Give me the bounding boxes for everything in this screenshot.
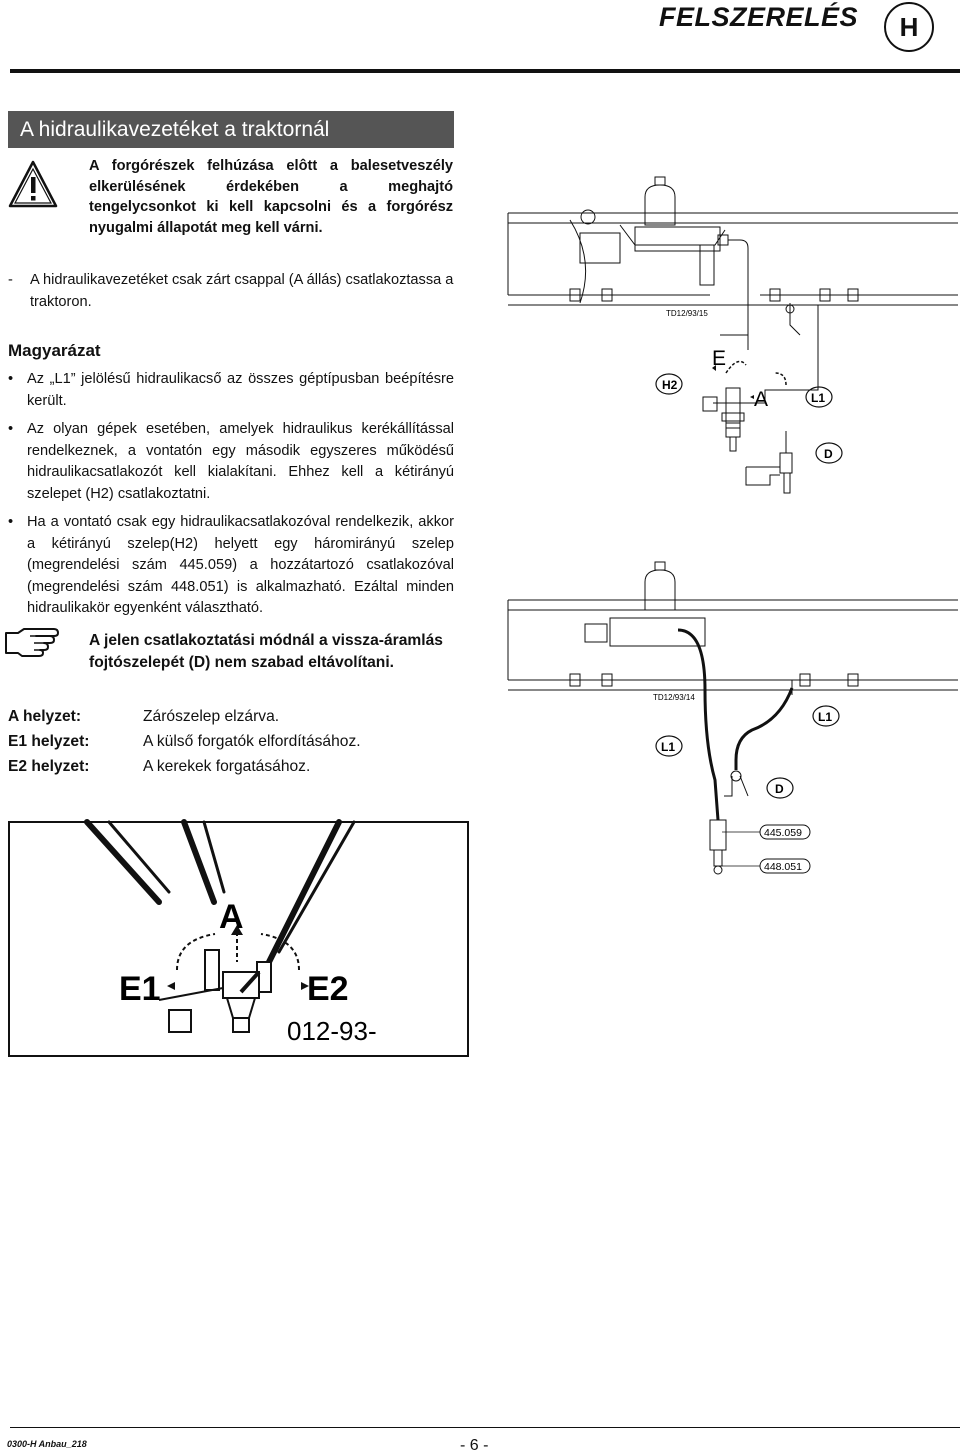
instruction-marker: -	[8, 272, 13, 288]
positions-table: A helyzet:Zárószelep elzárva. E1 helyzet…	[8, 704, 361, 779]
part-number-445059: 445.059	[759, 824, 811, 840]
header-rule	[10, 69, 960, 73]
legend-list: •Az „L1” jelölésű hidraulikacső az össze…	[8, 369, 454, 627]
instruction-text: A hidraulikavezetéket csak zárt csappal …	[30, 272, 454, 310]
svg-text:H2: H2	[662, 378, 678, 392]
legend-item: •Ha a vontató csak egy hidraulikacsatlak…	[8, 514, 454, 616]
warning-text: A forgórészek felhúzása elôtt a balesetv…	[89, 158, 453, 236]
figure-code: 012-93-	[287, 1016, 377, 1046]
label-l1-left: L1	[655, 735, 683, 757]
table-row: E2 helyzet:A kerekek forgatásához.	[8, 758, 311, 775]
label-d: D	[766, 777, 794, 799]
label-l1: L1	[805, 386, 833, 408]
svg-text:D: D	[775, 782, 784, 796]
label-e1: E1	[119, 970, 161, 1008]
diagram-three-way-valve: TD12/93/14 L1 L1 D 445.059 448.051	[507, 561, 958, 875]
legend-item: •Az „L1” jelölésű hidraulikacső az össze…	[8, 371, 454, 409]
svg-text:L1: L1	[811, 391, 825, 405]
label-a: A	[754, 388, 768, 411]
svg-text:L1: L1	[818, 710, 832, 724]
label-e: E	[712, 347, 726, 370]
language-badge: H	[884, 2, 934, 52]
page-header-title: FELSZERELÉS	[658, 2, 858, 32]
section-title: A hidraulikavezetéket a traktornál csatl…	[8, 111, 454, 178]
table-row: E1 helyzet:A külső forgatók elfordításáh…	[8, 733, 361, 750]
pointing-hand-icon	[5, 628, 59, 657]
label-e2: E2	[307, 970, 349, 1008]
label-h2: H2	[655, 373, 683, 395]
figure-code: TD12/93/14	[653, 693, 695, 702]
diagram-valve-positions: A E1 E2 012-93-	[8, 819, 469, 1057]
footer-rule	[10, 1427, 960, 1428]
svg-text:L1: L1	[661, 740, 675, 754]
label-l1-right: L1	[812, 705, 840, 727]
svg-text:445.059: 445.059	[764, 827, 802, 839]
instruction-item: - A hidraulikavezetéket csak zárt csappa…	[8, 270, 454, 313]
label-d: D	[815, 442, 843, 464]
label-a: A	[219, 898, 244, 936]
svg-text:D: D	[824, 447, 833, 461]
legend-item: •Az olyan gépek esetében, amelyek hidrau…	[8, 421, 454, 502]
note-text: A jelen csatlakoztatási módnál a vissza-…	[89, 632, 443, 671]
figure-code: TD12/93/15	[666, 309, 708, 318]
warning-icon	[8, 160, 58, 208]
legend-heading: Magyarázat	[8, 341, 101, 360]
svg-text:448.051: 448.051	[764, 861, 802, 873]
part-number-448051: 448.051	[759, 858, 811, 874]
document-code: 0300-H Anbau_218	[7, 1439, 87, 1449]
page-number: - 6 -	[460, 1437, 489, 1454]
diagram-two-way-valve: TD12/93/15 H2 E A L1 D	[507, 176, 958, 494]
table-row: A helyzet:Zárószelep elzárva.	[8, 708, 280, 725]
